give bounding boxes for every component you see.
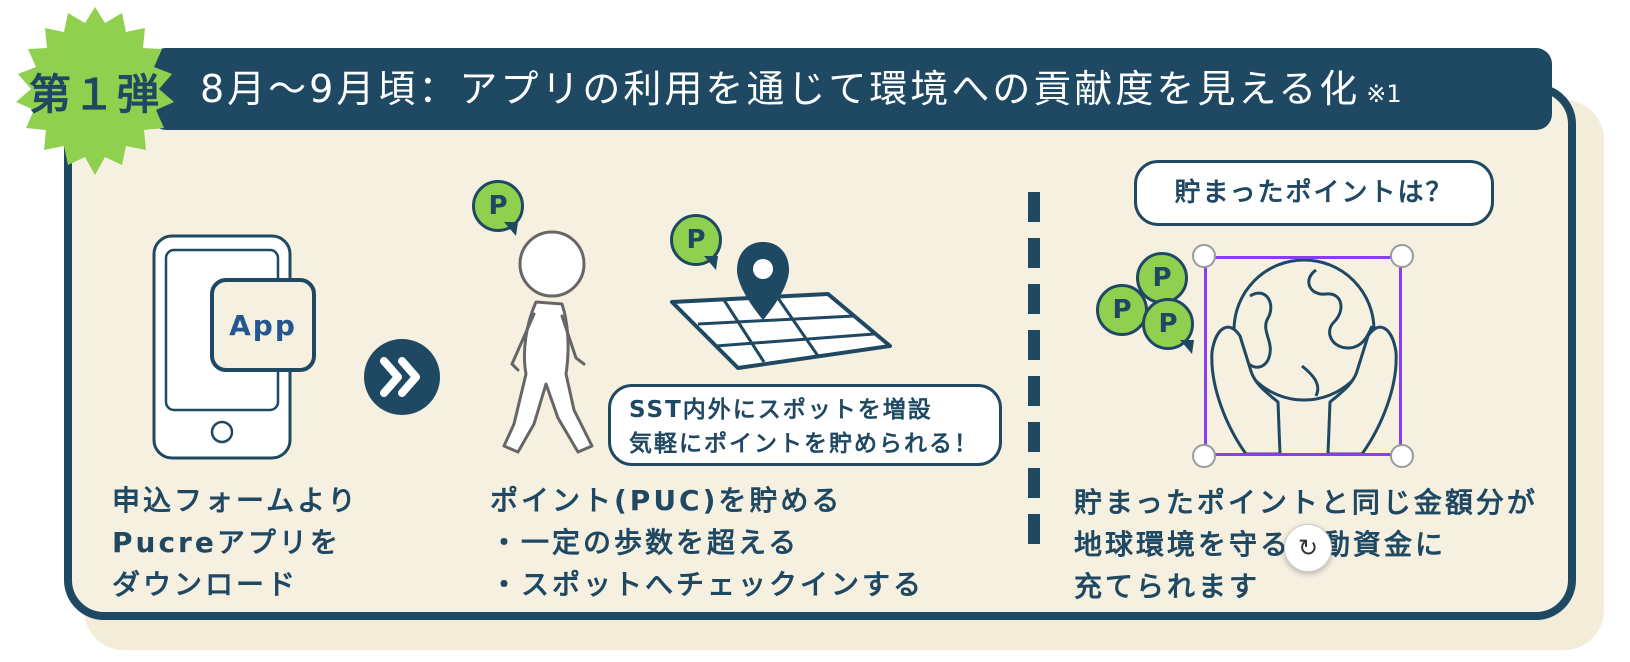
caption-line: 地球環境を守る活動資金に xyxy=(1074,528,1447,561)
caption-line: ダウンロード xyxy=(112,568,299,601)
point-badge: P xyxy=(1096,284,1148,336)
app-icon: App xyxy=(210,278,316,372)
badge-label: 第１弾 xyxy=(28,69,161,119)
double-chevron-right-icon xyxy=(364,339,440,415)
point-badge-tail xyxy=(704,256,718,270)
point-badge: P xyxy=(472,180,524,232)
caption-line: ・スポットへチェックインする xyxy=(490,568,925,601)
step1-caption: 申込フォームより Pucreアプリを ダウンロード xyxy=(112,480,359,606)
resize-handle-bottom-right[interactable] xyxy=(1390,444,1414,468)
walking-person-icon xyxy=(502,230,594,454)
speech-line: SST内外にスポットを増設 xyxy=(629,397,933,423)
rotate-icon[interactable]: ↻ xyxy=(1284,524,1332,572)
title-bar xyxy=(150,48,1552,130)
caption-line: ポイント(PUC)を貯める xyxy=(490,484,843,517)
spot-speech-bubble: SST内外にスポットを増設 気軽にポイントを貯められる！ xyxy=(608,384,1002,466)
step3-caption: 貯まったポイントと同じ金額分が 地球環境を守る活動資金に 充てられます xyxy=(1074,482,1538,608)
caption-line: ・一定の歩数を超える xyxy=(490,526,800,559)
earth-in-hands-icon xyxy=(1210,258,1398,456)
step2-caption: ポイント(PUC)を貯める ・一定の歩数を超える ・スポットへチェックインする xyxy=(490,480,924,606)
caption-line: Pucreアプリを xyxy=(112,526,341,559)
resize-handle-bottom-left[interactable] xyxy=(1192,444,1216,468)
caption-line: 貯まったポイントと同じ金額分が xyxy=(1074,486,1538,519)
points-question-bubble: 貯まったポイントは？ xyxy=(1134,160,1494,226)
selection-box[interactable] xyxy=(1204,256,1402,456)
point-badge: P xyxy=(1136,252,1188,304)
page-title: 8月～9月頃：アプリの利用を通じて環境への貢献度を見える化※1 xyxy=(200,48,1402,130)
resize-handle-top-right[interactable] xyxy=(1390,244,1414,268)
title-text: 8月～9月頃：アプリの利用を通じて環境への貢献度を見える化 xyxy=(200,67,1361,111)
caption-line: 申込フォームより xyxy=(112,484,359,517)
speech-line: 気軽にポイントを貯められる！ xyxy=(629,431,979,457)
starburst-badge xyxy=(16,7,174,175)
caption-line: 充てられます xyxy=(1074,570,1261,603)
app-label: App xyxy=(229,308,297,342)
location-pin-icon xyxy=(737,242,789,320)
resize-handle-top-left[interactable] xyxy=(1192,244,1216,268)
point-badge-tail xyxy=(1180,340,1194,354)
point-badge-tail xyxy=(504,222,518,236)
title-note: ※1 xyxy=(1366,80,1402,108)
dashed-divider xyxy=(1028,192,1040,558)
